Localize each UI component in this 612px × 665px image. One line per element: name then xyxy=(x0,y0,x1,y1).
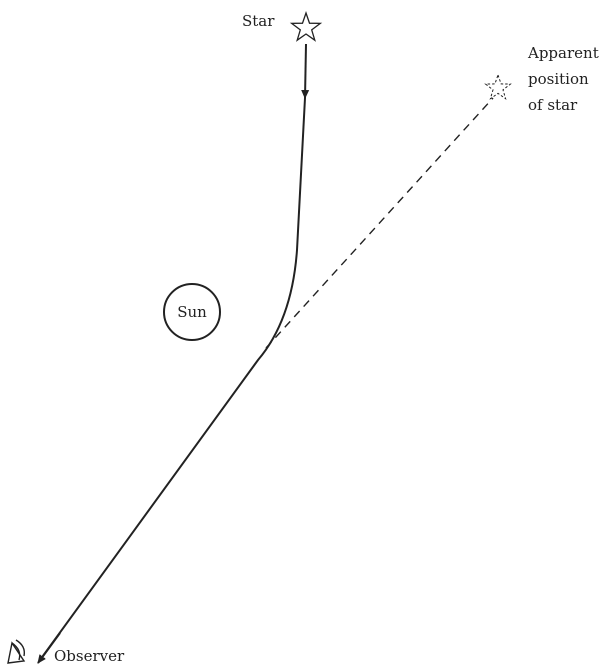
eye-icon xyxy=(7,639,26,664)
star-icon xyxy=(289,10,323,42)
observer-label: Observer xyxy=(54,647,125,665)
apparent-position-label-line3: of star xyxy=(528,96,578,114)
sun-circle xyxy=(163,283,221,341)
sun-label: Sun xyxy=(177,303,207,321)
apparent-direction-line xyxy=(265,97,494,349)
light-ray-path xyxy=(39,97,306,661)
apparent-position-label-line1: Apparent xyxy=(527,44,599,62)
light-ray-incoming-arrow xyxy=(301,43,310,99)
star-label: Star xyxy=(242,12,275,30)
light-ray-outgoing-arrow xyxy=(37,632,61,664)
dashed-star-icon xyxy=(484,73,512,100)
apparent-position-label-line2: position xyxy=(528,70,589,88)
